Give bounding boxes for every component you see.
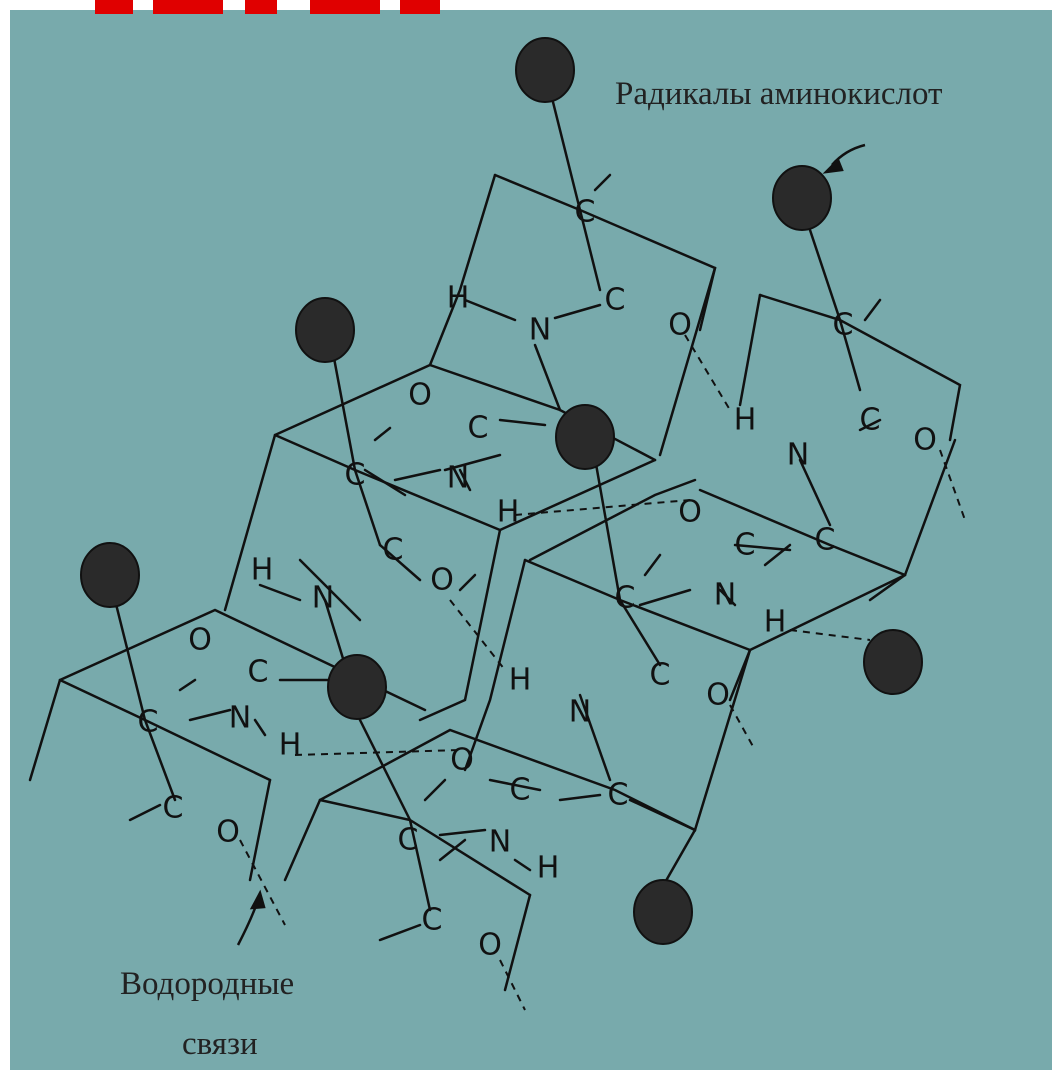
atom-hydrogen: H (509, 663, 532, 698)
atom-oxygen: O (706, 678, 730, 713)
atom-carbon: C (615, 581, 636, 616)
atom-carbon: C (383, 533, 404, 568)
atom-carbon: C (138, 705, 159, 740)
radical-6 (863, 629, 923, 695)
atom-nitrogen: N (489, 825, 511, 860)
hydrogen-bonds (239, 334, 966, 1011)
atom-hydrogen: H (537, 851, 560, 886)
atom-hydrogen: H (447, 281, 470, 316)
hydrogen-bonds-label-line2: связи (182, 1026, 258, 1062)
atom-oxygen: O (678, 495, 702, 530)
atom-carbon: C (248, 655, 269, 690)
atom-carbon: C (575, 195, 596, 230)
label-arrows (236, 143, 866, 946)
atom-carbon: C (860, 403, 881, 438)
radicals-label: Радикалы аминокислот (615, 76, 943, 112)
atom-nitrogen: N (312, 581, 334, 616)
atom-oxygen: O (478, 928, 502, 963)
diagram-panel (10, 10, 1052, 1070)
atom-hydrogen: H (497, 495, 520, 530)
atom-hydrogen: H (279, 728, 302, 763)
atom-hydrogen: H (734, 403, 757, 438)
radical-8 (633, 879, 693, 945)
atom-oxygen: O (188, 623, 212, 658)
atom-hydrogen: H (764, 605, 787, 640)
atom-carbon: C (735, 528, 756, 563)
atom-carbon: C (345, 458, 366, 493)
atom-carbon: C (650, 658, 671, 693)
atom-nitrogen: N (787, 438, 809, 473)
atom-nitrogen: N (447, 461, 469, 496)
atom-nitrogen: N (229, 701, 251, 736)
atom-oxygen: O (216, 815, 240, 850)
atom-carbon: C (468, 411, 489, 446)
radical-4 (555, 404, 615, 470)
amino-acid-radicals (80, 37, 923, 945)
radical-5 (80, 542, 140, 608)
atom-oxygen: O (450, 743, 474, 778)
atom-carbon: C (605, 283, 626, 318)
hbonds-arrowhead (249, 889, 266, 910)
atom-carbon: C (422, 903, 443, 938)
atom-carbon: C (510, 773, 531, 808)
atom-carbon: C (163, 791, 184, 826)
atom-oxygen: O (430, 563, 454, 598)
cropped-title-fragment (95, 0, 445, 14)
atom-carbon: C (608, 778, 629, 813)
atom-nitrogen: N (569, 695, 591, 730)
radical-3 (295, 297, 355, 363)
top-strip (0, 0, 1052, 10)
atom-carbon: C (833, 308, 854, 343)
atom-nitrogen: N (529, 313, 551, 348)
atom-carbon: C (815, 523, 836, 558)
atom-oxygen: O (913, 423, 937, 458)
atom-oxygen: O (408, 378, 432, 413)
radicals-arrowhead (822, 157, 844, 174)
hydrogen-bonds-label-line1: Водородные (120, 966, 295, 1002)
atom-carbon: C (398, 823, 419, 858)
atom-oxygen: O (668, 308, 692, 343)
covalent-bonds (28, 68, 962, 992)
atom-symbols: C C O H N O C N H C C O H N O C N H C C … (138, 195, 937, 963)
atom-hydrogen: H (251, 553, 274, 588)
atom-nitrogen: N (714, 578, 736, 613)
radical-1 (515, 37, 575, 103)
radical-2 (772, 165, 832, 231)
radical-7 (327, 654, 387, 720)
